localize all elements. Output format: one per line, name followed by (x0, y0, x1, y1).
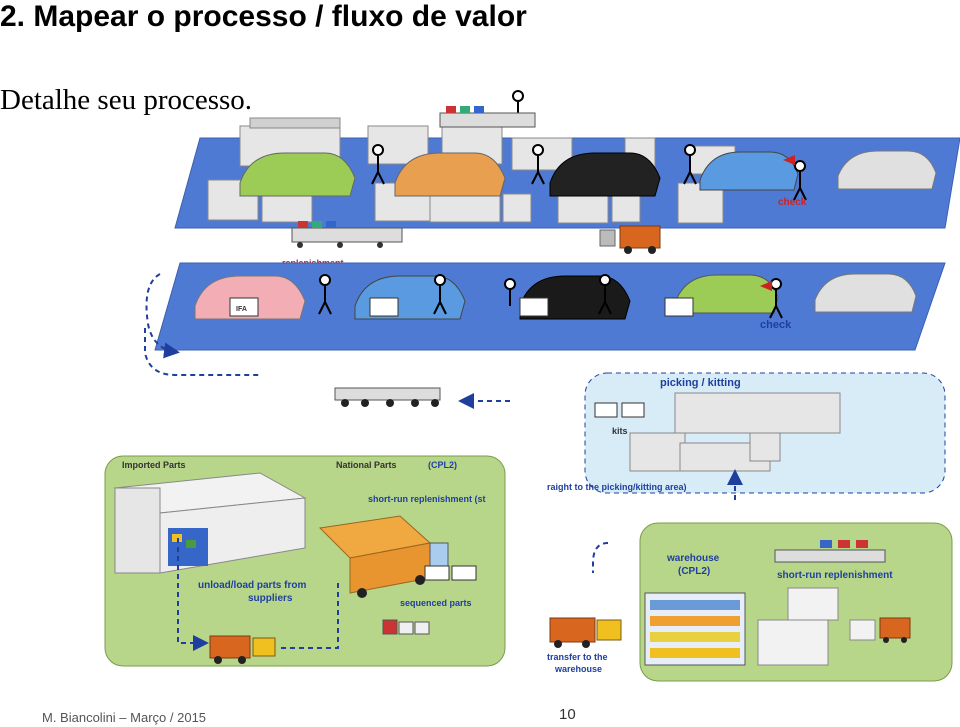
top-line-tugger-train (291, 106, 536, 248)
transfer-forklift-icon (549, 617, 622, 648)
ifa-label: IFA (236, 306, 247, 313)
imported-parts-label: Imported Parts (122, 460, 186, 470)
top-line-workers (371, 90, 807, 201)
top-check-label: check (778, 197, 807, 208)
warehouse-flow-arrow (592, 542, 609, 573)
sequenced-parts-carts (424, 565, 477, 581)
picking-kitting-area: picking / kitting kits raight to the pic… (547, 372, 946, 494)
warehouse-boxes (757, 587, 876, 666)
warehouse-area: warehouse (CPL2) short-run replenishment (639, 522, 953, 682)
bottom-line-workers (318, 274, 783, 319)
warehouse-replenish-label: short-run replenishment (777, 570, 893, 581)
transfer-label-line2: warehouse (554, 664, 602, 674)
footer-author: M. Biancolini – Março / 2015 (42, 710, 207, 725)
supplier-forklift-icon (209, 635, 276, 664)
top-line-cars (239, 150, 937, 197)
bottom-check-flag-icon (760, 281, 772, 291)
top-assembly-line: check replenishment (174, 90, 960, 268)
slide-title: 2. Mapear o processo / fluxo de valor (0, 0, 527, 33)
flow-from-line-arrow (144, 328, 260, 376)
unload-label-line1: unload/load parts from (198, 580, 306, 591)
bottom-check-label: check (760, 319, 792, 331)
warehouse-title-line2: (CPL2) (678, 566, 710, 577)
supplier-replenish-label: short-run replenishment (st (368, 494, 486, 504)
slide-subtitle: Detalhe seu processo. (0, 84, 253, 116)
kits-label: kits (612, 426, 628, 436)
kit-carts (594, 402, 645, 418)
warehouse-shelving (644, 592, 746, 666)
transfer-label-line1: transfer to the (547, 652, 608, 662)
warehouse-forklift-icon (879, 617, 911, 643)
sequenced-parts-boxes (382, 619, 430, 635)
unload-label-line2: suppliers (248, 593, 293, 604)
national-parts-label: National Parts (336, 460, 397, 470)
bottom-assembly-line: IFA check (144, 262, 946, 376)
center-tugger-train (334, 387, 441, 407)
page-number: 10 (559, 706, 576, 723)
top-check-flag-icon (783, 155, 795, 165)
warehouse-tugger-train (774, 540, 886, 563)
bottom-line-ifa-carts: IFA (229, 297, 694, 317)
top-forklift-icon (599, 225, 661, 254)
process-flow-diagram: check replenishment (104, 90, 960, 682)
warehouse-title-line1: warehouse (666, 553, 720, 564)
supplier-cpl-label: (CPL2) (428, 460, 457, 470)
picking-racks (629, 392, 841, 472)
sequenced-parts-label: sequenced parts (400, 598, 472, 608)
supplier-area: Imported Parts National Parts (CPL2) sho… (104, 455, 506, 667)
picking-title: picking / kitting (660, 377, 741, 389)
shipping-container (113, 472, 307, 574)
flow-into-line-arrow (145, 273, 180, 359)
national-flow-arrow (280, 583, 339, 649)
picking-caption: raight to the picking/kitting area) (547, 482, 687, 492)
delivery-truck-icon (318, 515, 449, 598)
